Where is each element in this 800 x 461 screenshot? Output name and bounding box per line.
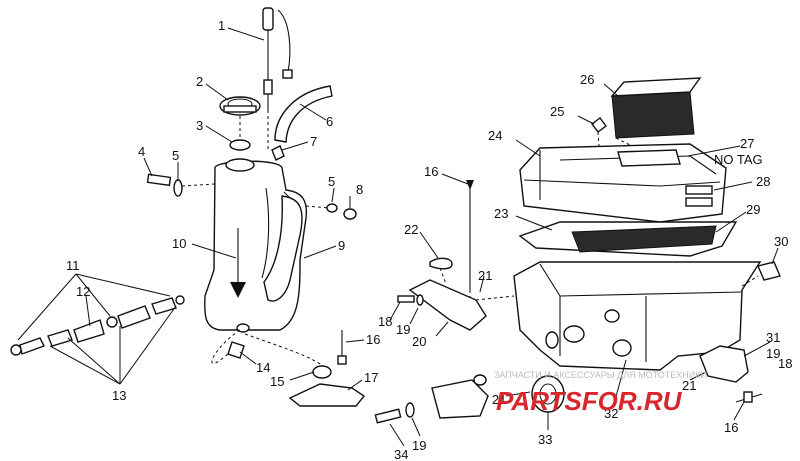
callout-21b: 21: [682, 378, 696, 393]
watermark: ЗАПЧАСТИ И АКСЕССУАРЫ ДЛЯ МОТОТЕХНИКИ PA…: [494, 370, 707, 416]
callout-19: 19: [396, 322, 410, 337]
vent-fitting: [271, 145, 285, 161]
callout-8: 8: [356, 182, 363, 197]
callout-9: 9: [338, 238, 345, 253]
callout-15: 15: [270, 374, 284, 389]
callout-27: 27: [740, 136, 754, 151]
oil-line-assembly: [10, 295, 185, 356]
callout-21: 21: [478, 268, 492, 283]
callout-30: 30: [774, 234, 788, 249]
callout-18b: 18: [778, 356, 792, 371]
airbox-cover: [519, 143, 727, 223]
callout-24: 24: [488, 128, 502, 143]
callout-16c: 16: [724, 420, 738, 435]
mount-bracket: [288, 383, 366, 407]
callout-16: 16: [366, 332, 380, 347]
callout-no-tag: NO TAG: [714, 152, 763, 167]
airbox-base: [513, 261, 762, 371]
callout-17: 17: [364, 370, 378, 385]
callout-1: 1: [218, 18, 225, 33]
callout-19b: 19: [766, 346, 780, 361]
callout-31: 31: [766, 330, 780, 345]
callout-33: 33: [538, 432, 552, 447]
tank-bolt: [146, 173, 183, 197]
callout-14: 14: [256, 360, 270, 375]
oil-tank: [204, 158, 308, 333]
nut-right: [343, 208, 357, 220]
callout-2: 2: [196, 74, 203, 89]
callout-34: 34: [394, 447, 408, 461]
callout-22: 22: [404, 222, 418, 237]
callout-13: 13: [112, 388, 126, 403]
callout-5: 5: [172, 148, 179, 163]
drain-plug: [757, 261, 781, 281]
callout-21c: 21: [492, 392, 506, 407]
callout-5b: 5: [328, 174, 335, 189]
callout-29: 29: [746, 202, 760, 217]
vent-hose: [274, 85, 333, 143]
tank-cap: [219, 96, 261, 116]
washer-right: [326, 203, 338, 213]
callout-6: 6: [326, 114, 333, 129]
callout-10: 10: [172, 236, 186, 251]
support-bracket: [397, 257, 515, 331]
callout-32: 32: [604, 406, 618, 421]
dipstick: [262, 7, 293, 110]
filter-plate: [518, 221, 738, 257]
drain-fitting: [227, 341, 245, 359]
intake-boot: [531, 375, 565, 413]
callout-18: 18: [378, 314, 392, 329]
watermark-brand: PARTSFOR.RU: [496, 386, 683, 416]
callout-labels: 1 2 3 4 5 6 7 5 8 9 10 11 12 13 14 15 16…: [66, 18, 792, 461]
callout-16b: 16: [424, 164, 438, 179]
lower-bracket: [431, 379, 489, 419]
callout-12: 12: [76, 284, 90, 299]
callout-3: 3: [196, 118, 203, 133]
callout-19c: 19: [412, 438, 426, 453]
side-bracket: [699, 345, 749, 383]
foam-block: [610, 77, 702, 139]
callout-20: 20: [412, 334, 426, 349]
callout-11: 11: [66, 258, 80, 273]
mount-grommet: [312, 365, 332, 379]
callout-25: 25: [550, 104, 564, 119]
callout-26: 26: [580, 72, 594, 87]
callout-4: 4: [138, 144, 145, 159]
callout-7: 7: [310, 134, 317, 149]
retaining-clip: [591, 117, 607, 133]
lower-bolt: [374, 408, 402, 424]
callout-28: 28: [756, 174, 770, 189]
callout-23: 23: [494, 206, 508, 221]
watermark-caption: ЗАПЧАСТИ И АКСЕССУАРЫ ДЛЯ МОТОТЕХНИКИ: [494, 370, 707, 380]
cap-gasket: [229, 139, 251, 151]
